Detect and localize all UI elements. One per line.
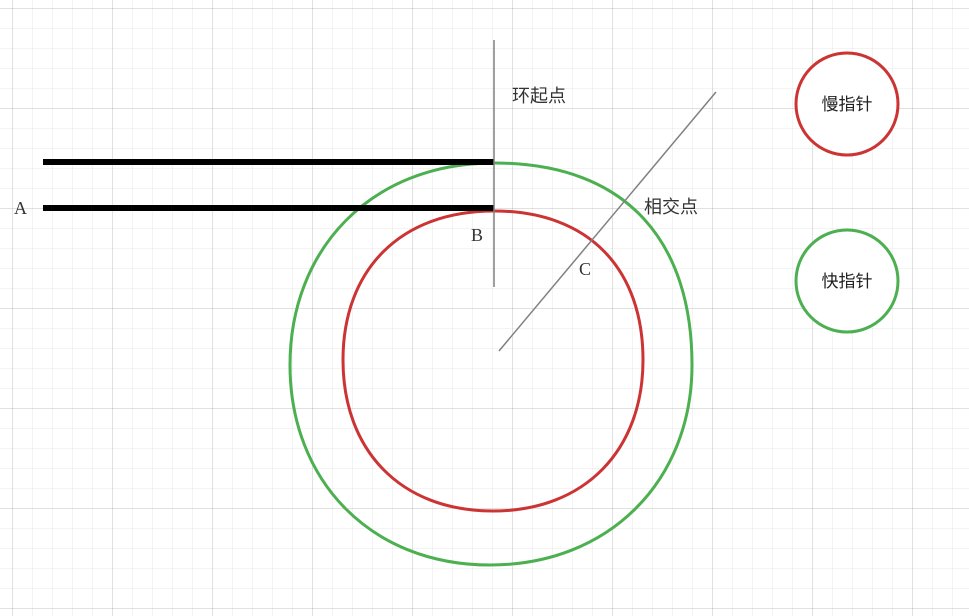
meeting-point-marker — [498, 91, 717, 352]
slow-pointer-loop — [341, 209, 645, 513]
fast-pointer-legend-label: 快指针 — [822, 272, 873, 292]
fast-pointer-loop — [288, 161, 694, 567]
slow-pointer-legend-label: 慢指针 — [822, 94, 873, 115]
slow-pointer-legend-circle — [794, 51, 900, 157]
cycle-start-label: 环起点 — [512, 86, 566, 107]
point-b-label: B — [471, 225, 483, 245]
point-a-label: A — [14, 198, 27, 218]
point-c-label: C — [579, 259, 591, 279]
meeting-point-label: 相交点 — [644, 197, 698, 218]
fast-pointer-legend-circle — [794, 228, 900, 334]
